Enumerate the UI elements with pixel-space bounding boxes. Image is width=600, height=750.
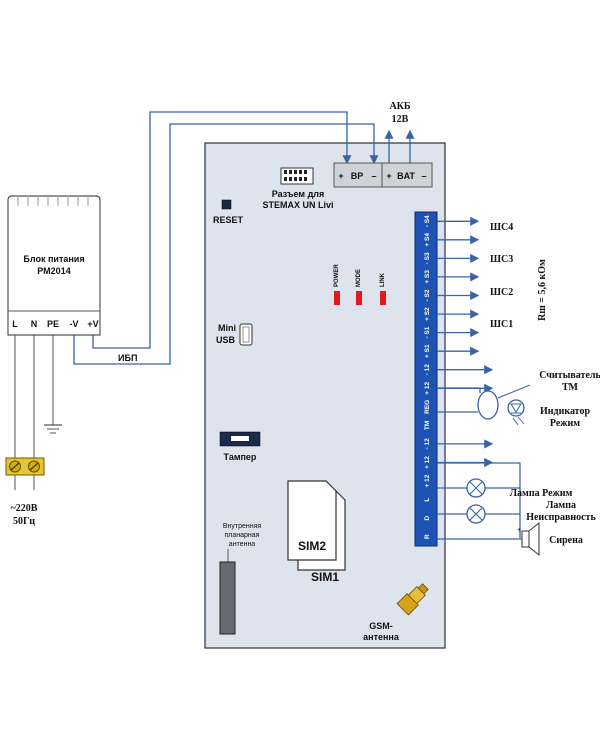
mains-voltage-label: ~220В [11,503,38,514]
zone-labels: ШС4 ШС3 ШС2 ШС1 Rш = 5,6 кОм [490,222,548,330]
tamper-label: Тампер [224,452,257,462]
psu-title-line2: РМ2014 [37,266,70,276]
bp-plus: + [338,171,343,181]
gsm-label-line1: GSM- [369,621,393,631]
terminal-label: R [424,534,431,539]
led-label-mode: MODE [356,269,362,287]
terminal-strip: - S4 + S4 - S3 + S3 - S2 + S2 - S1 + S1 - 12 + 12… [414,211,494,547]
tm-reader: Считыватель ТМ Индикатор Режим [437,370,600,429]
bat-label: BAT [397,171,415,181]
connector-label-line2: STEMAX UN Livi [262,200,333,210]
akb-voltage-label: 12В [392,114,409,125]
battery-wiring: АКБ 12В [384,101,415,163]
terminal-label: - S1 [424,326,431,338]
bat-plus: + [386,171,391,181]
terminal-label: - S4 [424,215,431,227]
bp-terminal: + BP – [333,162,383,188]
psu-terminal-minus-v: -V [70,319,79,329]
bat-minus: – [421,171,426,181]
resistor-label: Rш = 5,6 кОм [537,259,548,321]
terminal-label: D [424,516,431,521]
bp-minus: – [371,171,376,181]
zone-label-shs2: ШС2 [490,287,513,298]
zone-label-shs3: ШС3 [490,254,513,265]
psu-terminal-n: N [31,319,38,329]
reader-label-line2: ТМ [562,382,579,393]
indicator-label-line2: Режим [550,418,580,429]
terminal-label: L [424,498,431,502]
lamp-fault-label-line1: Лампа [546,500,576,511]
terminal-label: TM [424,421,431,430]
led-label-power: POWER [334,264,340,287]
mains-terminal-block [5,457,45,476]
mains-wiring: ~220В 50Гц [5,335,62,527]
psu-outline [7,195,101,336]
mini-usb-label-line2: USB [216,335,236,345]
terminal-label: REG [424,400,431,414]
terminal-label: + 12 [424,474,431,487]
terminal-label: - S3 [424,252,431,264]
terminal-label: + S2 [424,307,431,321]
terminal-label: + S1 [424,344,431,358]
svg-text:+: + [517,527,521,534]
mini-usb-label-line1: Mini [218,323,236,333]
output-loads: + Лампа Режим Лампа Неисправность Сирена [437,462,596,557]
led-label-link: LINK [380,272,386,287]
terminal-label: + S3 [424,270,431,284]
mini-usb-port: Mini USB [216,323,253,346]
antenna-label-line3: антенна [229,541,256,548]
led-mode [356,291,362,305]
power-supply-unit: Блок питания РМ2014 L N PE -V +V [7,195,101,336]
akb-label: АКБ [389,101,410,112]
bat-terminal: + BAT – [381,162,433,188]
psu-title-line1: Блок питания [23,254,84,264]
bp-label: BP [351,171,364,181]
terminal-label: + 12 [424,456,431,469]
psu-to-bp-wiring: ИБП [73,111,379,365]
psu-terminal-pe: PE [47,319,59,329]
terminal-label: - 12 [424,364,431,376]
indicator-led-symbol [507,399,525,417]
zone-label-shs1: ШС1 [490,319,513,330]
reset-button: RESET [213,199,244,225]
led-power [334,291,340,305]
led-link [380,291,386,305]
lamp-mode-label: Лампа Режим [510,488,573,499]
siren-label: Сирена [549,535,583,546]
antenna-strip [219,561,236,635]
gsm-label-line2: антенна [363,632,400,642]
gsm-antenna-connector: GSM- антенна [363,583,429,642]
terminal-label: - S2 [424,289,431,301]
internal-antenna: Внутренняя планарная антенна [219,523,262,635]
tamper-switch: Тампер [219,431,261,462]
lamp-fault-label-line2: Неисправность [526,512,596,523]
connector-label-line1: Разъем для [272,189,325,199]
reset-label: RESET [213,215,244,225]
tm-reader-symbol [477,390,499,420]
terminal-labels: - S4 + S4 - S3 + S3 - S2 + S2 - S1 + S1 - 12 + 12… [424,215,431,539]
sim-slots: SIM2 SIM1 [287,480,346,584]
zone-label-shs4: ШС4 [490,222,513,233]
ibp-label: ИБП [118,353,137,363]
sim2-label: SIM2 [298,539,326,553]
terminal-label: - 12 [424,438,431,450]
indicator-label-line1: Индикатор [540,406,590,417]
psu-terminal-plus-v: +V [87,319,98,329]
status-leds: POWER MODE LINK [334,264,386,305]
psu-terminal-l: L [12,319,18,329]
siren-symbol [521,530,530,548]
antenna-label-line1: Внутренняя [223,523,262,530]
psu-vent-slots [17,196,89,206]
antenna-label-line2: планарная [225,532,260,539]
mains-frequency-label: 50Гц [13,516,35,527]
sim2-card [287,480,337,561]
terminal-label: + 12 [424,382,431,395]
stemax-connector: Разъем для STEMAX UN Livi [262,167,334,210]
reader-label-line1: Считыватель [539,370,600,381]
sim1-label: SIM1 [311,570,339,584]
terminal-label: + S4 [424,233,431,247]
